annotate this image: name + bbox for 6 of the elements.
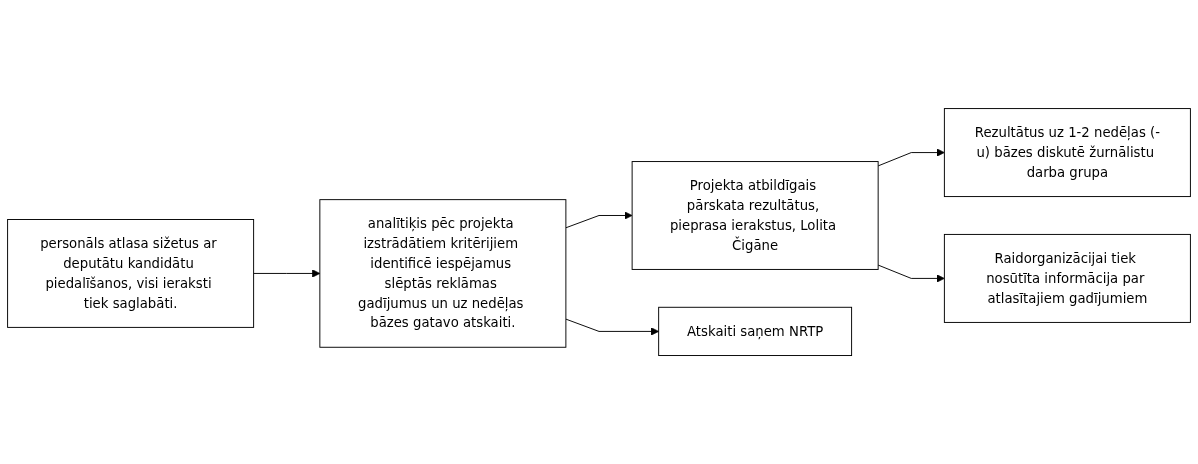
node-box: analītiķis pēc projekta izstrādātiem kritērijiem identificē iespējamus slēptās reklāmas gadījumus un uz nedēļas bāzes gatavo atskaiti. <box>319 199 567 348</box>
node-box: Atskaiti saņem NRTP <box>658 306 853 356</box>
node-box: personāls atlasa sižetus ar deputātu kandidātu piedalīšanos, visi ieraksti tiek saglabāti. <box>7 218 255 328</box>
node-box: Rezultātus uz 1-2 nedēļas (-u) bāzes diskutē žurnālistu darba grupa <box>943 108 1191 197</box>
node-box: Raidorganizācijai tiek nosūtīta informācija par atlasītajiem gadījumiem <box>943 233 1191 323</box>
node-box: Projekta atbildīgais pārskata rezultātus, pieprasa ierakstus, Lolita Čigāne <box>631 161 879 270</box>
